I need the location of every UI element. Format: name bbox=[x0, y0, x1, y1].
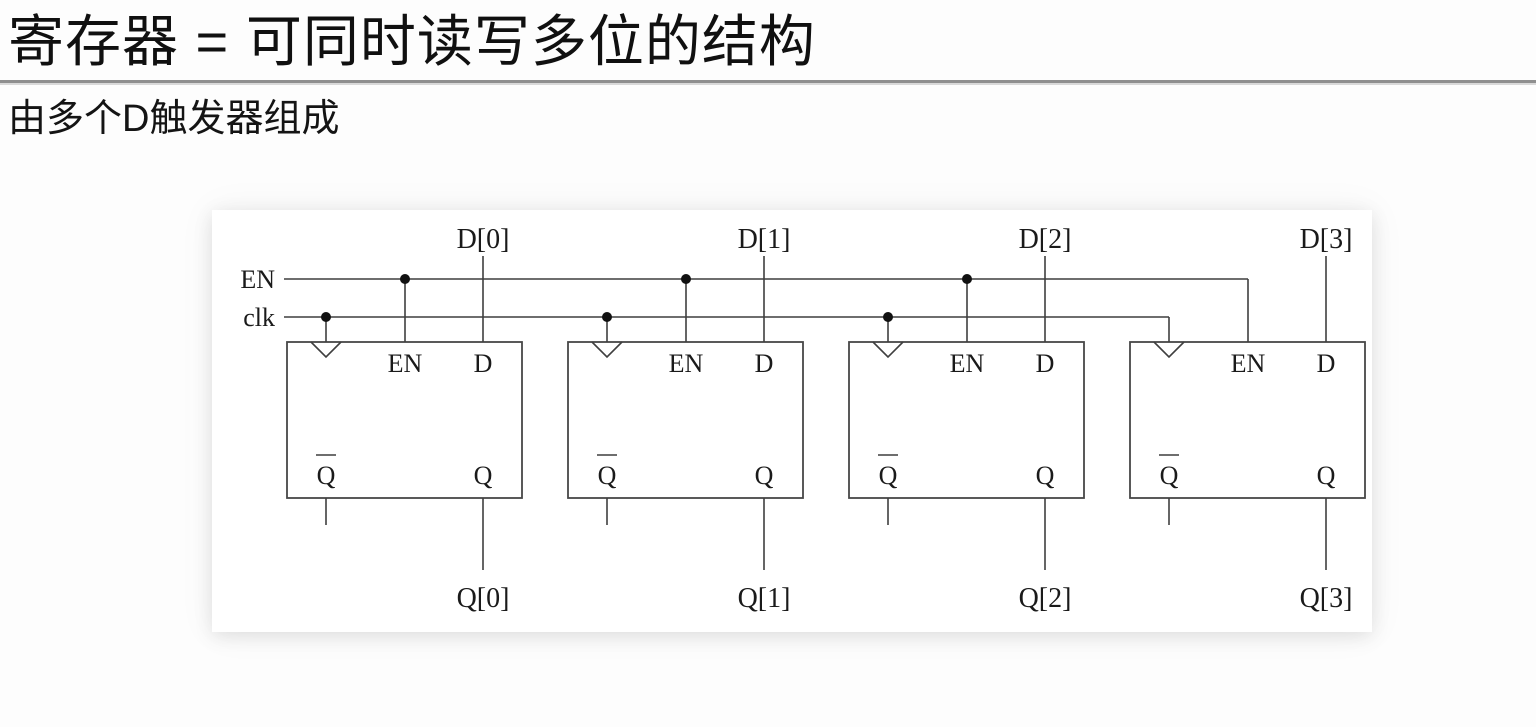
en-pin-label: EN bbox=[388, 349, 423, 378]
q-pin-label: Q bbox=[474, 461, 493, 490]
d-top-label: D[1] bbox=[738, 224, 791, 255]
clock-triangle-icon bbox=[591, 341, 623, 359]
d-top-label: D[3] bbox=[1300, 224, 1353, 255]
title-underline bbox=[0, 79, 1536, 85]
q-bottom-label: Q[1] bbox=[738, 583, 791, 614]
subtitle: 由多个D触发器组成 bbox=[8, 97, 340, 140]
en-pin-label: EN bbox=[950, 349, 985, 378]
en-junction-dot bbox=[400, 274, 410, 284]
clk-junction-dot bbox=[883, 312, 893, 322]
qbar-pin-label: Q bbox=[879, 461, 898, 490]
q-pin-label: Q bbox=[1317, 461, 1336, 490]
qbar-pin-label: Q bbox=[1160, 461, 1179, 490]
q-pin-label: Q bbox=[1036, 461, 1055, 490]
qbar-pin-label: Q bbox=[317, 461, 336, 490]
en-junction-dot bbox=[681, 274, 691, 284]
flipflop-0: D[0] EN D Q Q Q[0] bbox=[286, 224, 523, 614]
flipflop-1: D[1] EN D Q Q Q[1] bbox=[567, 224, 804, 614]
d-pin-label: D bbox=[474, 349, 493, 378]
flipflop-2: D[2] EN D Q Q Q[2] bbox=[848, 224, 1085, 614]
d-top-label: D[2] bbox=[1019, 224, 1072, 255]
q-bottom-label: Q[0] bbox=[457, 583, 510, 614]
clock-triangle-icon bbox=[1153, 341, 1185, 359]
en-junction-dot bbox=[962, 274, 972, 284]
page-title: 寄存器 = 可同时读写多位的结构 bbox=[8, 10, 816, 73]
en-pin-label: EN bbox=[669, 349, 704, 378]
clk-junction-dot bbox=[602, 312, 612, 322]
en-input-label: EN bbox=[240, 265, 275, 294]
q-bottom-label: Q[2] bbox=[1019, 583, 1072, 614]
d-pin-label: D bbox=[1317, 349, 1336, 378]
clock-triangle-icon bbox=[310, 341, 342, 359]
d-top-label: D[0] bbox=[457, 224, 510, 255]
en-pin-label: EN bbox=[1231, 349, 1266, 378]
circuit-diagram-panel: EN clk D[0] EN D Q Q Q[0] bbox=[212, 210, 1372, 632]
register-circuit-diagram: EN clk D[0] EN D Q Q Q[0] bbox=[240, 224, 1366, 614]
q-pin-label: Q bbox=[755, 461, 774, 490]
q-bottom-label: Q[3] bbox=[1300, 583, 1353, 614]
clk-input-label: clk bbox=[243, 303, 275, 332]
d-pin-label: D bbox=[1036, 349, 1055, 378]
clk-junction-dot bbox=[321, 312, 331, 322]
clock-triangle-icon bbox=[872, 341, 904, 359]
flipflop-3: D[3] EN D Q Q Q[3] bbox=[1129, 224, 1366, 614]
qbar-pin-label: Q bbox=[598, 461, 617, 490]
d-pin-label: D bbox=[755, 349, 774, 378]
